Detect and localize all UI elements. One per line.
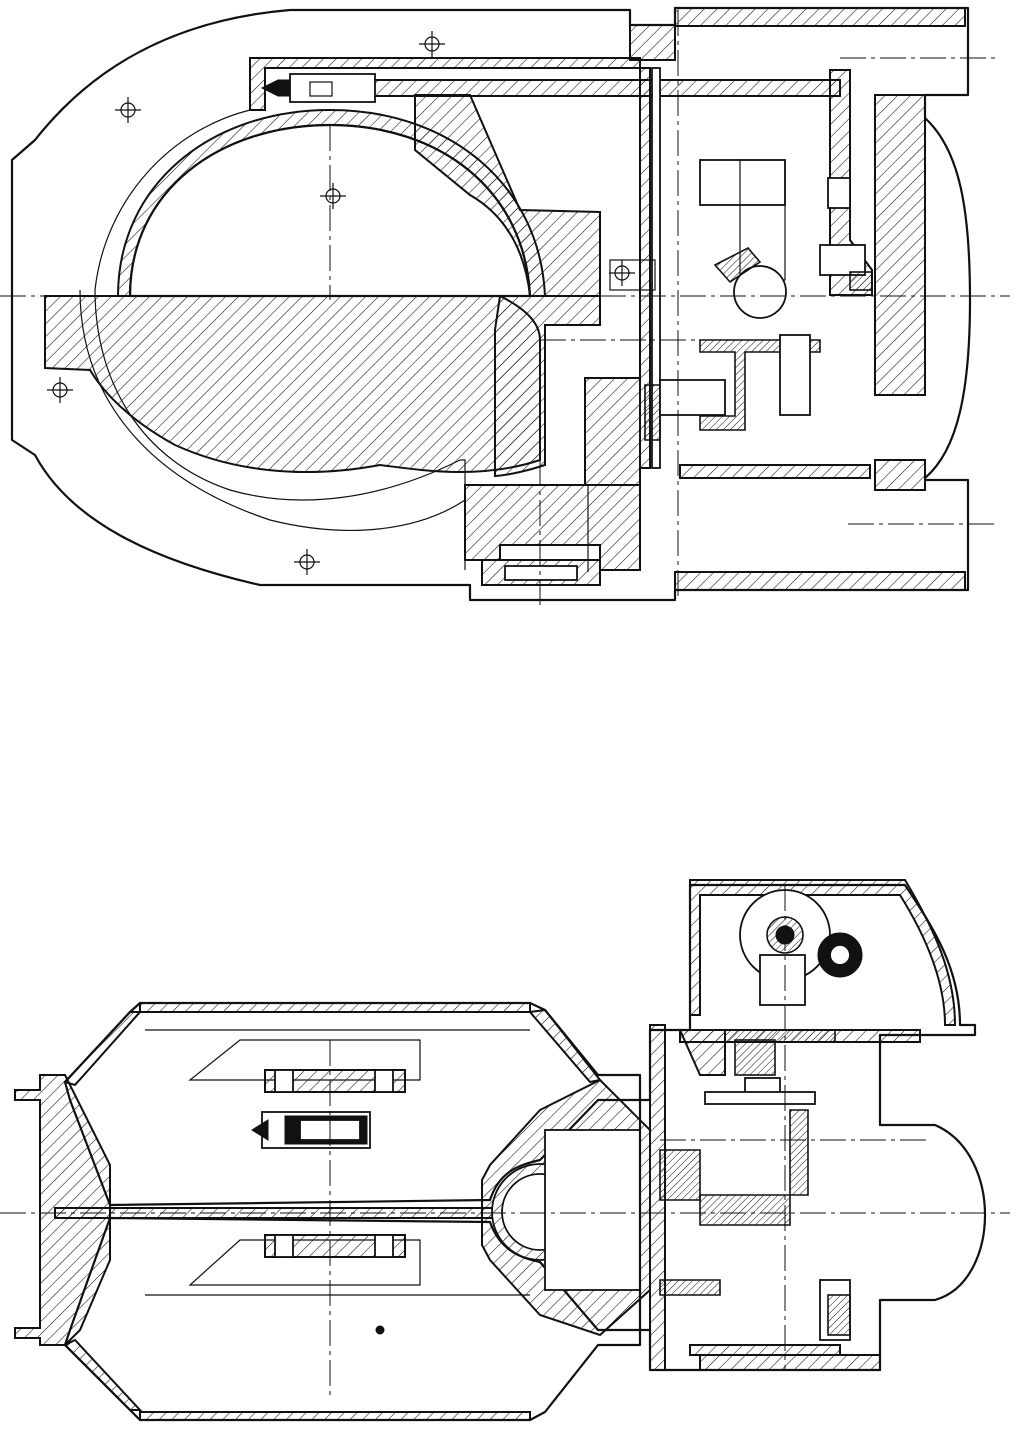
middle-flange [629, 24, 676, 61]
upper-bracket [829, 69, 873, 296]
upper-piston [264, 1069, 406, 1093]
bolt-marker [47, 31, 635, 575]
upper-section-view [0, 6, 1010, 605]
upper-cam-wheel [733, 265, 787, 319]
gear-housing [638, 883, 987, 1372]
upper-right-boss [494, 295, 601, 478]
lower-piston [264, 1234, 406, 1258]
lower-section-view [0, 879, 1010, 1422]
upper-main-body [44, 295, 541, 474]
upper-outer-housing [10, 6, 972, 602]
